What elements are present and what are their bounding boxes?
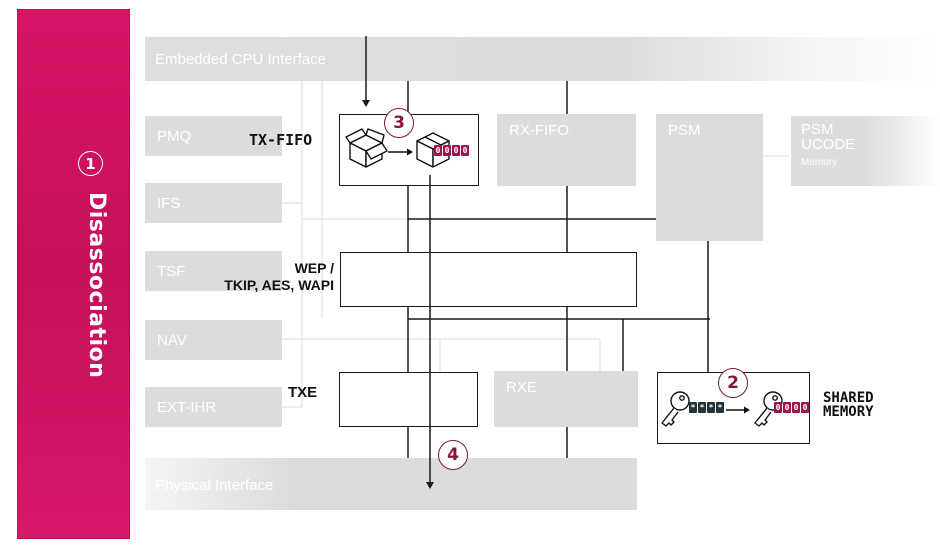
- step-1-badge: 1: [78, 151, 103, 176]
- arrow-down-icon: [426, 482, 434, 489]
- block-shared-memory: * * * * 0 0 0 0: [657, 372, 810, 444]
- shared-memory-illustration: [661, 391, 783, 427]
- block-rx-fifo: RX-FIFO: [497, 114, 636, 186]
- txe-label: TXE: [288, 384, 318, 401]
- physical-interface-band: Physical Interface: [145, 458, 637, 510]
- block-rxe: RXE: [494, 371, 638, 427]
- psm-ucode-line3: Memory: [801, 157, 838, 168]
- tx-fifo-counter: 0 0 0 0: [434, 145, 469, 156]
- step-4-badge: 4: [438, 440, 468, 470]
- block-pmq: PMQ: [145, 116, 282, 156]
- block-ext-ihr: EXT-IHR: [145, 387, 282, 427]
- cpu-interface-band: Embedded CPU Interface: [145, 37, 940, 81]
- psm-ucode-line1: PSM: [801, 121, 834, 138]
- counter-digit: 0: [434, 145, 442, 156]
- tx-fifo-illustration: [345, 128, 450, 168]
- arrow-right-icon: [388, 148, 413, 156]
- step-2-badge: 2: [718, 368, 748, 398]
- counter-digit: 0: [801, 402, 809, 413]
- block-tsf: TSF: [145, 251, 282, 291]
- old-key-icon: [661, 391, 690, 427]
- old-key-counter: * * * *: [689, 402, 724, 413]
- crypto-label-line1: WEP /: [294, 260, 334, 276]
- open-box-icon: [345, 128, 388, 168]
- block-psm: PSM: [656, 114, 763, 241]
- block-nav: NAV: [145, 320, 282, 360]
- psm-ucode-line2: UCODE: [801, 136, 856, 153]
- counter-digit: 0: [792, 402, 800, 413]
- counter-digit: *: [698, 402, 706, 413]
- block-crypto: [340, 252, 637, 307]
- tx-fifo-label: TX-FIFO: [249, 131, 313, 149]
- sidebar-title: Disassociation: [84, 192, 109, 379]
- arrow-right-icon: [726, 406, 750, 414]
- counter-digit: 0: [443, 145, 451, 156]
- block-txe: [339, 372, 478, 427]
- step-sidebar: 1 Disassociation: [17, 9, 130, 539]
- counter-digit: *: [689, 402, 697, 413]
- shared-memory-label: SHARED MEMORY: [823, 391, 874, 419]
- counter-digit: 0: [774, 402, 782, 413]
- counter-digit: 0: [783, 402, 791, 413]
- counter-digit: *: [707, 402, 715, 413]
- step-3-badge: 3: [384, 108, 414, 138]
- crypto-label-line2: TKIP, AES, WAPI: [224, 277, 334, 293]
- arrow-down-icon: [362, 100, 370, 107]
- new-key-counter: 0 0 0 0: [774, 402, 809, 413]
- counter-digit: *: [716, 402, 724, 413]
- shared-memory-label-line1: SHARED: [823, 390, 874, 406]
- counter-digit: 0: [452, 145, 460, 156]
- block-ifs: IFS: [145, 183, 282, 223]
- crypto-label: WEP / TKIP, AES, WAPI: [200, 260, 334, 294]
- block-psm-ucode-memory: PSM UCODE Memory: [791, 116, 940, 186]
- counter-digit: 0: [461, 145, 469, 156]
- shared-memory-label-line2: MEMORY: [823, 404, 874, 420]
